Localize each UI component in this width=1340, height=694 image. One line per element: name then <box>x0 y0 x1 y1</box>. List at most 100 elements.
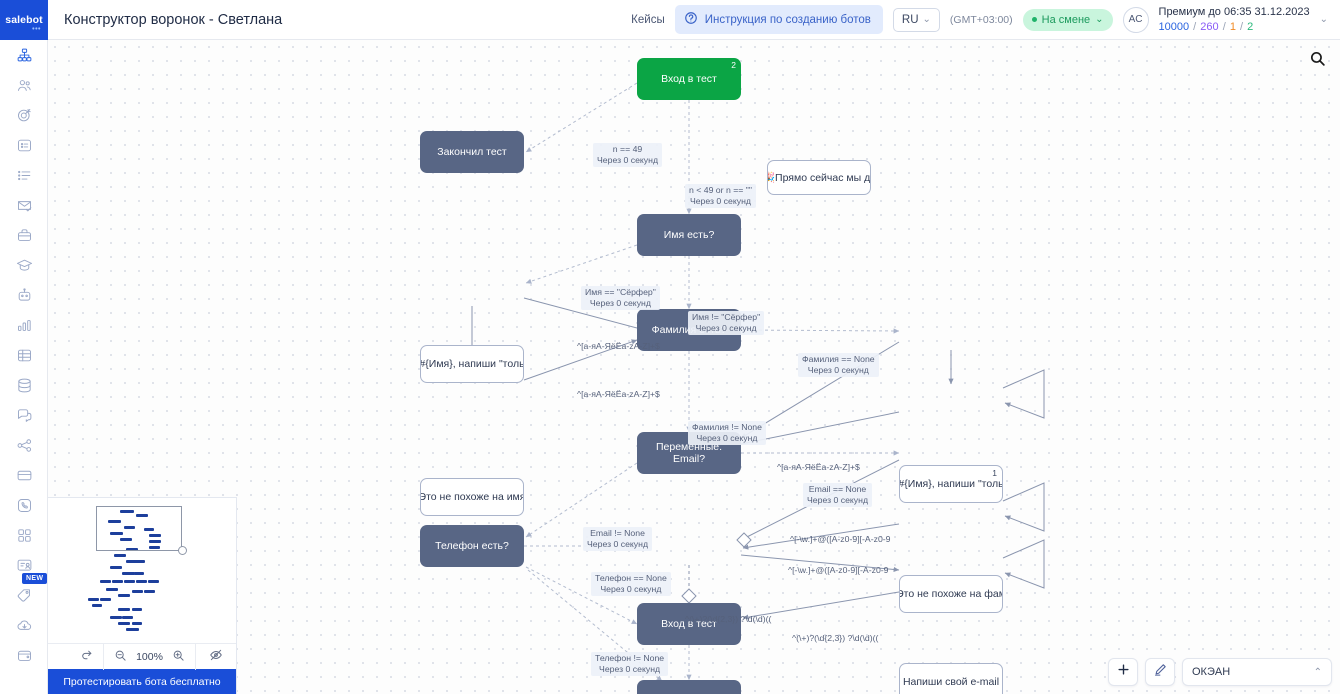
edge-label-line1: ^[а-яА-ЯёЁa-zA-Z]+$ <box>777 462 860 472</box>
chat-bubbles-icon <box>16 407 33 424</box>
test-bot-button[interactable]: Протестировать бота бесплатно <box>48 669 236 694</box>
edge-label-line2: Через 0 секунд <box>599 664 661 675</box>
cases-link[interactable]: Кейсы <box>631 13 665 26</box>
sidebar-item-cloud[interactable] <box>0 610 48 640</box>
flow-node-n_name_ask1[interactable]: #{Имя}, напиши "толь <box>420 345 524 383</box>
sidebar-item-integrations[interactable] <box>0 430 48 460</box>
bot-selector-value: ОКЭАН <box>1192 666 1231 678</box>
sidebar-item-payments[interactable] <box>0 460 48 490</box>
list-icon <box>16 167 33 184</box>
minimap-node-marker <box>108 520 121 523</box>
language-selector[interactable]: RU ⌄ <box>892 7 940 32</box>
sidebar-item-apps[interactable] <box>0 520 48 550</box>
avatar[interactable]: AC <box>1122 6 1149 33</box>
zoom-out-icon[interactable] <box>114 649 127 665</box>
flow-node-n_surname_bad[interactable]: Это не похоже на фам <box>899 575 1003 613</box>
zoom-in-icon[interactable] <box>172 649 185 665</box>
minimap-node-marker <box>148 580 159 583</box>
minimap-node-marker <box>132 622 142 625</box>
instruction-button[interactable]: Инструкция по созданию ботов <box>674 5 883 34</box>
sidebar-item-target[interactable] <box>0 100 48 130</box>
sidebar-item-mail[interactable] <box>0 190 48 220</box>
edge-label-line1: Телефон == None <box>595 573 667 583</box>
flow-node-label: Закончил тест <box>437 146 507 158</box>
sidebar-item-database[interactable] <box>0 370 48 400</box>
sidebar-item-list[interactable] <box>0 160 48 190</box>
edge-label-el_re_name1: ^[а-яА-ЯёЁa-zA-Z]+$ <box>575 340 662 353</box>
edit-button[interactable] <box>1145 658 1175 686</box>
canvas-search-button[interactable] <box>1304 48 1330 74</box>
cloud-download-icon <box>16 617 33 634</box>
redo-icon[interactable] <box>80 649 93 665</box>
minimap-node-marker <box>124 526 135 529</box>
minimap-node-marker <box>126 548 138 551</box>
timezone-label: (GMT+03:00) <box>949 13 1013 26</box>
minimap-resize-handle[interactable] <box>178 546 187 555</box>
edge-label-line1: ^[а-яА-ЯёЁa-zA-Z]+$ <box>577 389 660 399</box>
eye-off-icon[interactable] <box>209 648 223 665</box>
add-button[interactable] <box>1108 658 1138 686</box>
flow-node-n_name_bad[interactable]: Это не похоже на имя <box>420 478 524 516</box>
chevron-down-icon: ⌄ <box>922 14 931 25</box>
sidebar-item-clients[interactable] <box>0 70 48 100</box>
flow-node-label: #{Имя}, напиши "толь <box>899 478 1003 490</box>
minimap-viewport-rect[interactable] <box>96 506 182 551</box>
minimap-node-marker <box>112 580 123 583</box>
edge-label-line2: Через 0 секунд <box>696 433 758 444</box>
minimap-node-marker <box>118 622 130 625</box>
flow-node-n_partial[interactable] <box>637 680 741 694</box>
left-sidebar: salebot ••• NEW <box>0 0 48 694</box>
briefcase-icon <box>16 227 33 244</box>
sidebar-item-tags[interactable]: NEW <box>0 573 48 610</box>
sidebar-item-funnels[interactable] <box>0 40 48 70</box>
bot-selector[interactable]: ОКЭАН ⌃ <box>1182 658 1332 686</box>
minimap-node-marker <box>100 580 111 583</box>
edge-label-line1: ^[-\w.]+@([A-z0-9][-A-z0-9 <box>790 534 891 544</box>
sidebar-item-calls[interactable] <box>0 490 48 520</box>
target-icon <box>16 107 33 124</box>
minimap-node-marker <box>136 580 147 583</box>
sidebar-item-forms[interactable] <box>0 130 48 160</box>
page-title: Конструктор воронок - Светлана <box>64 11 283 28</box>
sidebar-item-wallet[interactable] <box>0 640 48 670</box>
edge-label-line1: ^[а-яА-ЯёЁa-zA-Z]+$ <box>577 341 660 351</box>
flow-node-n_email_ask[interactable]: Напиши свой e-mail <box>899 663 1003 694</box>
sidebar-item-chats[interactable] <box>0 400 48 430</box>
minimap-node-marker <box>118 608 130 611</box>
flow-node-n_entry_bot[interactable]: Вход в тест <box>637 603 741 645</box>
tag-icon <box>16 587 33 604</box>
sidebar-item-analytics[interactable] <box>0 310 48 340</box>
flow-node-n_right_now[interactable]: 🎉Прямо сейчас мы де <box>767 160 871 195</box>
minimap-node-marker <box>124 580 135 583</box>
flow-node-label: Вход в тест <box>661 73 717 85</box>
undo-icon[interactable] <box>58 649 71 665</box>
wallet-icon <box>16 647 33 664</box>
flow-node-n_finished[interactable]: Закончил тест <box>420 131 524 173</box>
sidebar-item-briefcase[interactable] <box>0 220 48 250</box>
shift-status-badge[interactable]: На смене ⌄ <box>1022 8 1113 31</box>
flow-node-n_has_name[interactable]: Имя есть? <box>637 214 741 256</box>
edge-label-el_re_mail1: ^[-\w.]+@([A-z0-9][-A-z0-9 <box>788 533 893 546</box>
sidebar-item-contacts[interactable] <box>0 550 48 580</box>
app-logo[interactable]: salebot ••• <box>0 0 48 40</box>
sitemap-icon <box>16 47 33 64</box>
minimap-view[interactable] <box>48 498 236 643</box>
plus-icon <box>1116 662 1131 682</box>
edge-label-el_re_sur: ^[а-яА-ЯёЁa-zA-Z]+$ <box>775 461 862 474</box>
robot-icon <box>16 287 33 304</box>
header-chevron-down-icon[interactable]: ⌄ <box>1319 14 1328 25</box>
minimap-node-marker <box>122 616 133 619</box>
premium-counters: 10000 / 260 / 1 / 2 <box>1158 20 1254 33</box>
sidebar-item-table[interactable] <box>0 340 48 370</box>
status-dot-icon <box>1031 17 1037 22</box>
flow-node-n_has_phone[interactable]: Телефон есть? <box>420 525 524 567</box>
sidebar-item-robot[interactable] <box>0 280 48 310</box>
flow-node-badge: 1 <box>992 468 997 478</box>
sidebar-item-education[interactable] <box>0 250 48 280</box>
